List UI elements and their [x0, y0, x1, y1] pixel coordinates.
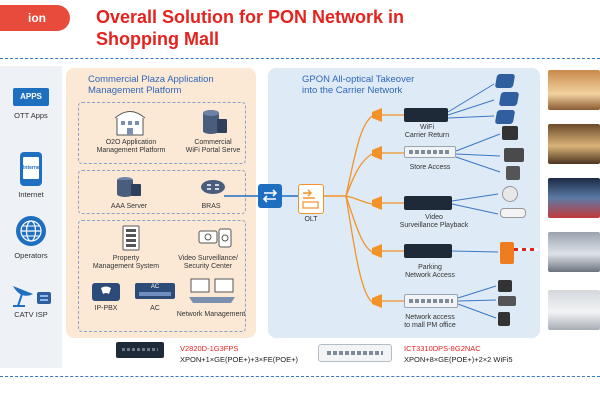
sidebar-item-label: CATV ISP	[14, 310, 48, 319]
splitter-icon	[372, 196, 382, 210]
splitter-icon	[372, 108, 382, 122]
parking-lot-photo	[548, 232, 600, 272]
network-management-label: Network Management	[176, 311, 246, 318]
sidebar-item-operators: Operators	[0, 216, 62, 260]
apps-icon: APPS	[13, 88, 49, 106]
product-model-v2820d: V2820D-1G3FPS	[180, 344, 239, 353]
bottom-divider	[0, 376, 600, 377]
sidebar: APPS OTT Apps Internet Internet Operator…	[0, 66, 62, 368]
parking-barrier-icon	[500, 242, 514, 264]
dome-camera-icon	[502, 186, 518, 202]
bullet-camera-icon	[500, 208, 526, 218]
bras-label: BRAS	[201, 203, 221, 210]
application-panel-title-line1: Commercial Plaza Application	[88, 74, 214, 85]
wifi-ap-icon	[498, 92, 520, 106]
fiber-branch	[345, 115, 373, 197]
splitter-icon	[372, 146, 382, 160]
management-systems-group: Property Management System Video Surveil…	[78, 220, 246, 332]
product-image-v2820d	[116, 342, 164, 358]
gpon-panel-title: GPON All-optical Takeover into the Carri…	[302, 74, 414, 96]
wifi-ap-icon	[494, 110, 516, 124]
office-printer-icon	[498, 296, 516, 306]
splitter-icon	[372, 294, 382, 308]
terminal-label-pm-office: Network access to mall PM office	[404, 314, 456, 329]
product-image-ict3310dps	[318, 344, 392, 362]
ip-pbx-icon	[92, 283, 120, 301]
onu-device-store	[404, 146, 456, 158]
internet-badge: Internet	[23, 157, 41, 179]
security-center-label: Video Surveillance/ Security Center	[178, 255, 238, 270]
terminal-label-parking: Parking Network Access	[405, 264, 455, 279]
surveillance-icon	[198, 228, 232, 248]
sidebar-item-label: Internet	[18, 190, 44, 199]
gpon-panel-title-line1: GPON All-optical Takeover	[302, 74, 415, 85]
fiber-branch	[345, 153, 373, 197]
switch-icon	[258, 184, 282, 208]
ac-controller-icon: AC	[135, 283, 175, 299]
terminal-label-video: Video Surveillance Playback	[399, 214, 469, 229]
section-tab[interactable]: ion	[0, 5, 70, 31]
barrier-arm-icon	[514, 248, 538, 251]
office-photo	[548, 290, 600, 330]
o2o-platform-label: O2O Application Management Platform	[96, 139, 166, 154]
gpon-panel-title-line2: into the Carrier Network	[302, 85, 403, 96]
aaa-server-icon	[117, 177, 141, 197]
ac-label: AC	[150, 305, 160, 312]
onu-device-parking	[404, 244, 452, 258]
application-server-group: O2O Application Management Platform Comm…	[78, 102, 246, 164]
surveillance-center-photo	[548, 178, 600, 218]
wifi-portal-label: Commercial WiFi Portal Serve	[185, 139, 241, 154]
office-pc-icon	[498, 312, 510, 326]
olt-device-icon	[298, 184, 324, 214]
application-panel-title-line2: Management Platform	[88, 85, 182, 96]
olt-label: OLT	[304, 216, 318, 223]
property-server-icon	[122, 225, 140, 251]
terminal-label-store: Store Access	[409, 164, 451, 171]
card-reader-icon	[506, 166, 520, 180]
onu-device-video	[404, 196, 452, 210]
fiber-branch	[345, 195, 373, 253]
ip-pbx-label: IP-PBX	[94, 305, 118, 312]
wifi-ap-icon	[494, 74, 516, 88]
sidebar-item-internet: Internet Internet	[0, 152, 62, 199]
building-icon	[114, 111, 146, 136]
top-divider	[0, 58, 600, 59]
sidebar-item-label: OTT Apps	[14, 111, 48, 120]
access-server-group: AAA Server BRAS	[78, 170, 246, 214]
fiber-branch	[345, 195, 373, 205]
sidebar-item-ott-apps: APPS OTT Apps	[0, 88, 62, 120]
product-model-ict3310dps: ICT3310DPS-8G2NAC	[404, 344, 481, 353]
page-title: Overall Solution for PON Network in Shop…	[96, 6, 476, 50]
ip-phone-icon	[502, 126, 518, 140]
network-management-icon	[189, 278, 235, 303]
fiber-branch	[345, 195, 373, 303]
section-tab-label: ion	[28, 11, 46, 25]
onu-device-pm-office	[404, 294, 458, 308]
product-spec-ict3310dps: XPON+8×GE(POE+)+2×2 WiFi5	[404, 355, 513, 364]
page-title-line2: Shopping Mall	[96, 29, 219, 49]
pos-terminal-icon	[504, 148, 524, 162]
application-panel-title: Commercial Plaza Application Management …	[88, 74, 214, 96]
smartphone-icon: Internet	[20, 152, 42, 186]
sidebar-item-catv-isp: CATV ISP	[0, 278, 62, 319]
product-spec-v2820d: XPON+1×GE(POE+)+3×FE(POE+)	[180, 355, 298, 364]
splitter-icon	[372, 244, 382, 258]
mall-atrium-photo	[548, 70, 600, 110]
database-server-icon	[203, 110, 227, 134]
onu-device-wifi	[404, 108, 448, 122]
office-phone-icon	[498, 280, 512, 292]
store-interior-photo	[548, 124, 600, 164]
property-management-label: Property Management System	[92, 255, 160, 270]
page-title-line1: Overall Solution for PON Network in	[96, 7, 405, 27]
application-platform-panel: Commercial Plaza Application Management …	[66, 68, 256, 338]
globe-icon	[16, 216, 46, 246]
sidebar-item-label: Operators	[14, 251, 48, 260]
aaa-server-label: AAA Server	[110, 203, 148, 210]
bras-router-icon	[201, 180, 225, 194]
satellite-dish-icon	[9, 278, 53, 308]
terminal-label-wifi: WiFi Carrier Return	[404, 124, 450, 139]
